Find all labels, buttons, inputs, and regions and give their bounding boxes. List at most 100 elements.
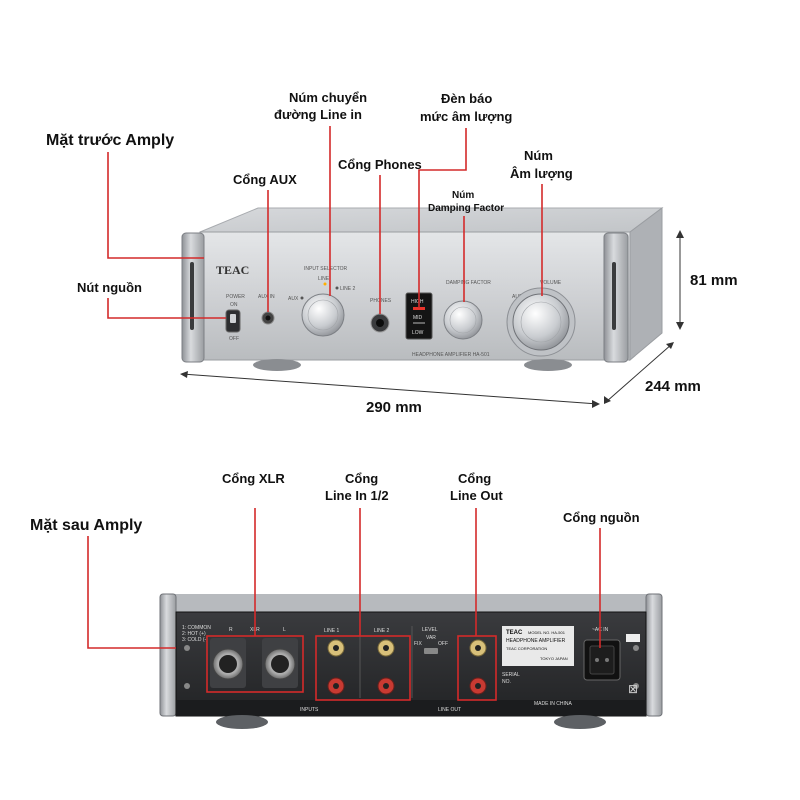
level-off-label: OFF [438,641,448,647]
rear-callouts: Mặt sau Amply Cổng XLR Cổng Line In 1/2 … [30,471,640,701]
line-selector-callout-2: đường Line in [274,107,362,122]
power-on-label: ON [230,302,238,308]
width-arrow-head-right [592,400,600,408]
damping-callout-1: Núm [452,190,474,201]
rear-screw-4 [633,683,639,689]
serial-no-label: NO. [502,679,511,685]
rear-top-edge [168,594,652,612]
line2-r-hole [383,683,389,689]
volume-knob[interactable] [512,293,570,351]
line-in-callout-2: Line In 1/2 [325,488,389,503]
xlr-pin2: 2: HOT (+) [182,631,206,637]
width-arrow-head-left [180,371,188,378]
front-title: Mặt trước Amply [46,132,174,149]
front-foot-left [253,359,301,371]
power-switch-lever [230,314,236,323]
rating-tokyo: TOKYO JAPAN [540,656,568,661]
selector-line-label: LINE [318,276,330,282]
phones-label-small: PHONES [370,298,392,304]
line-in-callout-1: Cổng [345,471,378,486]
line2-panel-label: LINE 2 [374,628,390,634]
height-dimension: 81 mm [690,272,738,289]
power-port-callout: Cổng nguồn [563,510,640,525]
rear-foot-right [554,715,606,729]
selector-led-line2 [335,286,339,290]
right-cap-slot [612,262,616,330]
made-in-label: MADE IN CHINA [534,701,572,707]
rear-screw-3 [633,645,639,651]
height-arrow-head-top [676,230,684,238]
rating-teac: TEAC [506,630,523,636]
damping-knob-ring [449,306,477,334]
rear-amplifier: 1: COMMON 2: HOT (+) 3: COLD (-) R XLR L… [159,593,663,729]
level-var-label: VAR [426,635,436,641]
xlr-right-jack-inner [219,655,237,673]
level-panel-label: LEVEL [422,627,438,633]
power-leader [107,298,226,319]
rear-foot-left [216,715,268,729]
level-led-leader [418,128,467,308]
damping-factor-knob[interactable] [443,300,483,340]
level-led-high [413,307,425,310]
rating-label [502,626,574,666]
front-amplifier: TEAC POWER ON OFF AUX IN INPUT SELECTOR … [181,207,664,371]
selector-led-aux [300,296,304,300]
rating-product: HEADPHONE AMPLIFIER [506,638,566,644]
xlr-pin1: 1: COMMON [182,625,211,631]
volume-callout-1: Núm [524,148,553,163]
ac-inlet[interactable] [589,645,615,675]
power-label-small: POWER [226,294,245,300]
rear-left-cap [159,593,177,717]
xlr-highlight-box [206,635,304,693]
input-selector-label-small: INPUT SELECTOR [304,266,348,272]
level-low-label: LOW [412,330,424,336]
line-out-panel-label: LINE OUT [438,707,461,713]
line-out-callout-1: Cổng [458,471,491,486]
level-switch[interactable] [424,648,438,654]
xlr-r-label: R [229,627,233,633]
depth-arrow [605,343,673,403]
line1-l-hole [333,645,339,651]
volume-knob-ring [520,301,562,343]
line-out-r-hole [475,683,481,689]
level-mid-label: MID [413,315,423,321]
rear-screw-2 [184,683,190,689]
aux-in-label-small: AUX IN [258,294,275,300]
power-callout: Nút nguồn [77,280,142,295]
width-arrow [181,373,599,405]
level-led-callout-1: Đèn báo [441,91,492,106]
depth-arrow-head-top [666,342,674,349]
xlr-pin3: 3: COLD (-) [182,637,208,643]
brand-logo: TEAC [216,263,249,277]
front-model-text: HEADPHONE AMPLIFIER HA-501 [412,352,490,358]
rear-title-leader [87,536,176,649]
depth-dimension: 244 mm [645,378,701,395]
aux-jack-hole [265,315,271,321]
ac-pin-1 [595,658,599,662]
front-callouts: Mặt trước Amply Nút nguồn Cổng AUX Núm c… [46,90,573,319]
rating-model: MODEL NO. HA-501 [528,630,566,635]
level-led-callout-2: mức âm lượng [420,109,512,124]
line-in-highlight-box [315,635,411,701]
height-arrow-head-bottom [676,322,684,330]
phones-callout: Cổng Phones [338,157,422,172]
level-high-label: HIGH [411,299,424,305]
front-right-side [629,207,663,362]
front-foot-right [524,359,572,371]
line-out-callout-2: Line Out [450,488,503,503]
xlr-left-jack-inner [271,655,289,673]
rating-corp: TEAC CORPORATION [506,646,547,651]
input-selector-knob-ring [307,299,339,331]
line1-panel-label: LINE 1 [324,628,340,634]
power-off-label: OFF [229,336,239,342]
selector-led-line [323,282,327,286]
serial-label: SERIAL [502,672,520,678]
level-led-mid [413,322,425,324]
line-out-l-hole [475,645,481,651]
rear-bottom-strip [176,700,646,716]
depth-arrow-head-bottom [604,396,611,404]
damping-label-small: DAMPING FACTOR [446,280,491,286]
front-dimensions: 81 mm 290 mm 244 mm [180,230,738,416]
volume-label-small: VOLUME [540,280,562,286]
